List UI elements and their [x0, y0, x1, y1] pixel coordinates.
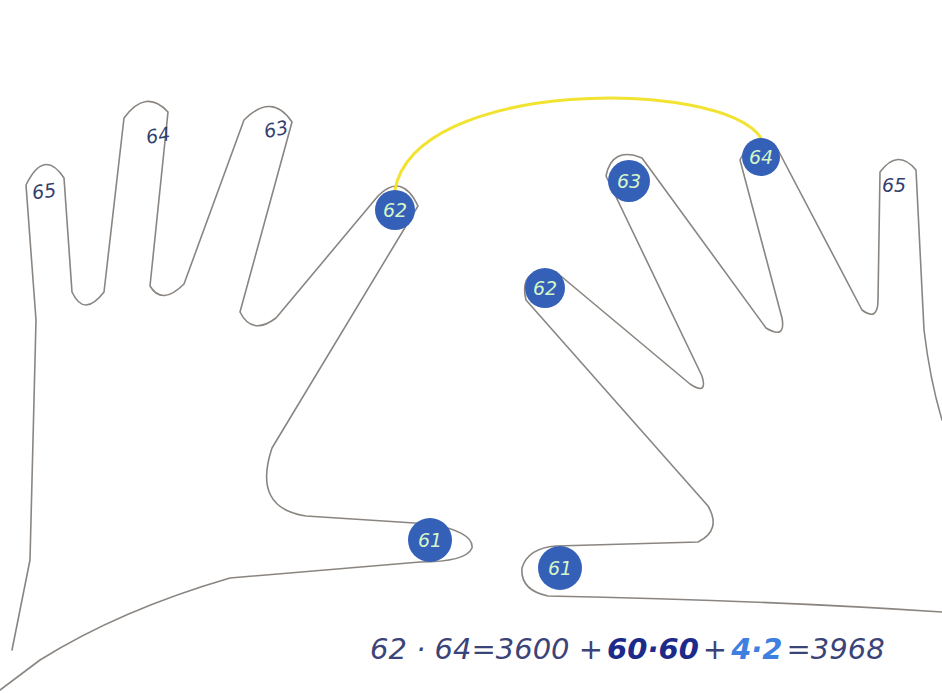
finger-number: 64 [145, 124, 172, 147]
formula-part: 4·2 [731, 632, 782, 666]
fingernail-circle: 62 [525, 268, 565, 308]
finger-number: 61 [548, 559, 572, 578]
finger-number: 61 [418, 531, 442, 550]
formula: 62 · 64=3600 +60·60+4·2=3968 [368, 632, 887, 666]
fingernail-circle: 64 [742, 138, 780, 176]
formula-part: + [703, 632, 727, 666]
fingernail-circle: 61 [408, 518, 452, 562]
fingernail-circle: 63 [608, 160, 650, 202]
formula-part: =3968 [787, 632, 885, 666]
fingernail-circle: 61 [538, 546, 582, 590]
right-hand-outline [522, 140, 942, 612]
yellow-arc [395, 98, 761, 190]
finger-number: 64 [749, 148, 773, 167]
formula-part: 62 · 64=3600 + [370, 632, 603, 666]
fingernail-circle: 62 [375, 190, 415, 230]
formula-part: 60·60 [607, 632, 699, 666]
finger-number: 65 [882, 176, 906, 195]
finger-number: 65 [31, 180, 58, 202]
finger-number: 63 [617, 172, 641, 191]
finger-number: 62 [383, 201, 407, 220]
finger-number: 62 [533, 279, 557, 298]
finger-number: 63 [262, 118, 290, 142]
left-hand-outline [0, 101, 472, 690]
